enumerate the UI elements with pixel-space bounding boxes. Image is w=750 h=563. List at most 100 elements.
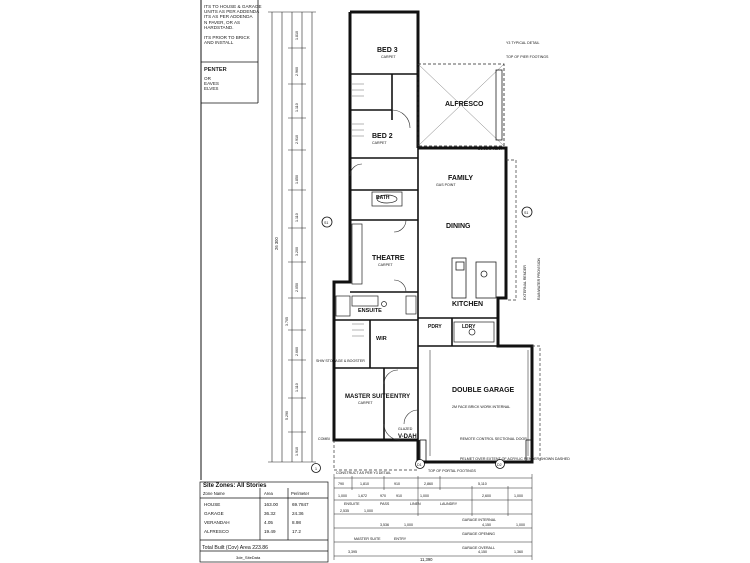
table-header: Zone Name xyxy=(203,491,225,496)
section-marker-label: S1 xyxy=(524,211,528,215)
total-area-value: 223.86 xyxy=(252,545,269,551)
dim-caption: PASS xyxy=(380,502,390,506)
dimension-label: 2.050 xyxy=(295,283,299,292)
dim-label: 4,150 xyxy=(482,523,491,527)
room-label-pdry: PDRY xyxy=(428,324,442,330)
render-note: EXTERNAL RENDER xyxy=(523,265,527,300)
room-label-kitchen: KITCHEN xyxy=(452,301,483,308)
dimension-label: 1.910 xyxy=(295,447,299,456)
dim-label: 970 xyxy=(380,494,386,498)
render-extent xyxy=(333,159,541,471)
dim-caption: ENSUITE xyxy=(344,502,360,506)
table-cell: 163.00 xyxy=(264,502,279,507)
section-marker-label: 1 xyxy=(315,467,317,471)
section-marker-label: S1 xyxy=(324,221,328,225)
site-zones-title: Site Zones: All Stories xyxy=(203,483,267,489)
dimension-label: 2.960 xyxy=(295,67,299,76)
section-marker-label: D2 xyxy=(497,463,502,467)
dim-label: 1,000 xyxy=(514,494,523,498)
section-marker-label: D1 xyxy=(417,463,422,467)
dim-label: 1,672 xyxy=(358,494,367,498)
table-cell: ALFRESCO xyxy=(204,529,229,534)
typical-detail-note: Y3 TYPICAL DETAIL xyxy=(506,41,540,45)
room-label-alfresco: ALFRESCO xyxy=(445,101,484,108)
table-cell: 4.05 xyxy=(264,520,273,525)
total-area: Total Built (Cov) Area 223.86 xyxy=(202,545,268,551)
table-cell: 69.7847 xyxy=(292,502,309,507)
gas-point-label: GAS POINT xyxy=(436,183,456,187)
dimension-label: 3.705 xyxy=(285,317,289,326)
dim-caption: GARAGE OVERALL xyxy=(462,546,495,550)
dim-label: 790 xyxy=(338,482,344,486)
dim-label: 3,395 xyxy=(348,550,357,554)
carpenter-notes: OR EAVES ELVES xyxy=(204,76,219,92)
room-label-wir: WIR xyxy=(376,336,387,342)
table-cell: 8.98 xyxy=(292,520,301,525)
room-label-double-garage: DOUBLE GARAGE xyxy=(452,387,515,394)
dim-label: 2,860 xyxy=(424,482,433,486)
note-line: UNITS AS PER ADDENDA xyxy=(204,9,260,15)
dimension-label: 1.850 xyxy=(295,175,299,184)
room-label-verandah: V-DAH xyxy=(398,434,417,440)
glazed-note: GLAZED xyxy=(398,427,413,431)
room-label-ensuite: ENSUITE xyxy=(358,308,382,314)
room-label-entry: ENTRY xyxy=(390,394,410,400)
section-markers xyxy=(311,206,533,473)
dim-label: 3,536 xyxy=(380,523,389,527)
low-vent-note: DL LOW VENT xyxy=(478,147,503,151)
note-line: HARDSTAND. xyxy=(204,24,234,30)
note-line: ITS AS PER ADDENDA xyxy=(204,14,253,20)
total-area-label: Total Built (Cov) Area xyxy=(202,545,251,551)
door-swings xyxy=(349,109,419,441)
total-depth-label: 26 300 xyxy=(274,237,279,250)
floor-finish: CARPET xyxy=(378,263,393,267)
garage-note: 2M FACE BRICK WORK INTERNAL xyxy=(452,405,510,409)
dim-label: 910 xyxy=(394,482,400,486)
dimension-label: 1.110 xyxy=(295,213,299,222)
combi-note: COMBI xyxy=(318,437,330,441)
notes-block: ITS TO HOUSE & GARAGE UNITS AS PER ADDEN… xyxy=(204,4,262,45)
room-label-family: FAMILY xyxy=(448,175,473,182)
table-header: Perimeter xyxy=(291,491,310,496)
dimension-label: 1.110 xyxy=(295,383,299,392)
room-label-bed2: BED 2 xyxy=(372,133,393,140)
dim-label: 1,360 xyxy=(514,550,523,554)
dim-caption: LINEN xyxy=(410,502,421,506)
dim-caption: ENTRY xyxy=(394,537,407,541)
carpenter-heading: PENTER xyxy=(204,67,227,73)
alfresco-area xyxy=(417,63,505,147)
room-label-dining: DINING xyxy=(446,223,471,230)
pelmet-note: PELMET OVER EXTENT OF ACRYLIC RENDER SHO… xyxy=(460,457,570,461)
room-label-theatre: THEATRE xyxy=(372,255,405,262)
dim-label: 1,000 xyxy=(516,523,525,527)
room-label-master-suite: MASTER SUITE xyxy=(345,394,390,400)
dim-label: 1,000 xyxy=(338,494,347,498)
dim-caption: MASTER SUITE xyxy=(354,537,381,541)
left-dimension-strings xyxy=(268,11,316,463)
note-line: ELVES xyxy=(204,86,219,92)
storage-note: SHW STORAGE & BOOSTER xyxy=(316,359,365,363)
note-line: N PAVER, OR AS xyxy=(204,19,241,25)
table-cell: 36.32 xyxy=(264,511,276,516)
rainwater-note: RAINWATER PROVISION xyxy=(537,257,541,300)
room-label-bath: BATH xyxy=(376,195,390,201)
dimension-label: 2.910 xyxy=(295,135,299,144)
pier-footing-note: TOP OF PIER FOOTINGS xyxy=(506,55,549,59)
garage-door-note: REMOTE CONTROL SECTIONAL DOOR xyxy=(460,437,527,441)
table-header: Area xyxy=(264,491,273,496)
internal-walls xyxy=(334,73,498,440)
table-cell: 19.49 xyxy=(264,529,276,534)
note-line: EAVES xyxy=(204,81,219,87)
room-label-ldry: LDRY xyxy=(462,324,476,330)
dimension-label: 5.290 xyxy=(285,411,289,420)
dim-caption: GARAGE OPENING xyxy=(462,532,495,536)
table-cell: HOUSE xyxy=(204,502,221,507)
dim-label: 910 xyxy=(396,494,402,498)
note-line: ITS TO HOUSE & GARAGE xyxy=(204,4,262,9)
dimension-label: 1.810 xyxy=(295,31,299,40)
dim-caption: GARAGE INTERNAL xyxy=(462,518,496,522)
note-line: AND INSTALL xyxy=(204,40,234,46)
bottom-dimension-strings xyxy=(333,474,533,560)
table-footer: 3de_SiteData xyxy=(236,555,261,560)
table-cell: 24.36 xyxy=(292,511,304,516)
